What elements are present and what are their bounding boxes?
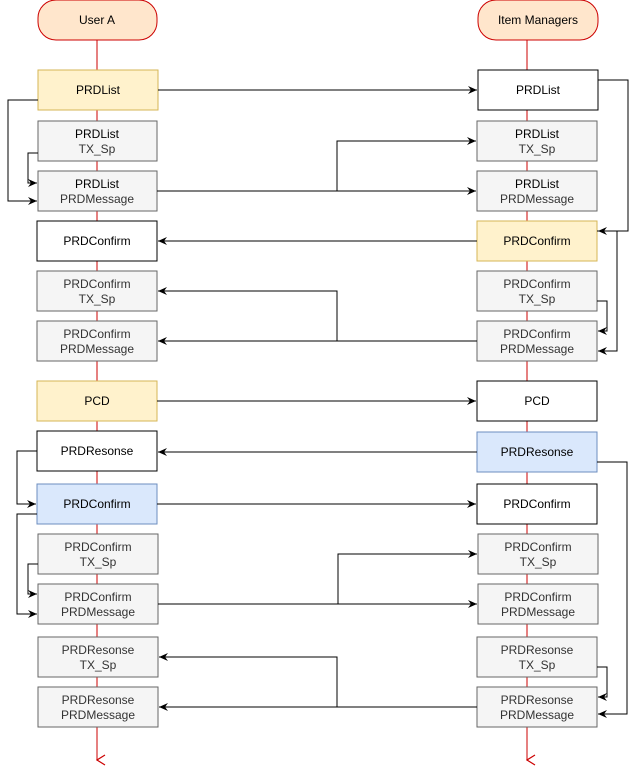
svg-text:TX_Sp: TX_Sp [519, 142, 556, 156]
svg-text:PRDConfirm: PRDConfirm [503, 497, 570, 511]
svg-text:PRDResonse: PRDResonse [501, 445, 574, 459]
right-prdconfirm-txsp-box: PRDConfirm TX_Sp [476, 270, 598, 312]
svg-text:PRDMessage: PRDMessage [500, 708, 574, 722]
left-prdlist-box: PRDList [37, 69, 159, 111]
right-prdlist-box: PRDList [477, 69, 599, 111]
left-prdlist-txsp-box: PRDList TX_Sp [37, 120, 158, 162]
svg-text:PRDResonse: PRDResonse [62, 693, 135, 707]
arrow-right-txsp2-loop [597, 666, 608, 701]
svg-text:PRDList: PRDList [75, 177, 120, 191]
svg-text:PRDList: PRDList [76, 83, 121, 97]
svg-text:PRDConfirm: PRDConfirm [63, 327, 130, 341]
right-prdconfirm-message-box: PRDConfirm PRDMessage [476, 320, 598, 362]
arrow-branch-to-left-txsp2 [159, 653, 338, 707]
svg-text:TX_Sp: TX_Sp [520, 555, 557, 569]
arrow-branch-to-right-txsp [336, 137, 476, 191]
left-pcd-box: PCD [36, 380, 158, 422]
svg-text:PRDMessage: PRDMessage [501, 605, 575, 619]
svg-text:PCD: PCD [524, 394, 550, 408]
svg-text:TX_Sp: TX_Sp [79, 142, 116, 156]
svg-text:User A: User A [79, 13, 115, 27]
svg-text:PRDMessage: PRDMessage [60, 342, 134, 356]
svg-text:PRDList: PRDList [75, 127, 120, 141]
arrow-right-txsp-loop [597, 300, 608, 335]
arrow-left-txsp-loop [27, 152, 38, 187]
svg-text:PRDList: PRDList [516, 83, 561, 97]
right-prdconfirm-2-txsp-box: PRDConfirm TX_Sp [477, 533, 599, 575]
svg-text:PRDConfirm: PRDConfirm [503, 327, 570, 341]
svg-text:PRDConfirm: PRDConfirm [503, 234, 570, 248]
svg-text:PRDMessage: PRDMessage [61, 708, 135, 722]
left-prdresonse-txsp-box: PRDResonse TX_Sp [37, 636, 159, 678]
svg-text:PRDConfirm: PRDConfirm [504, 540, 571, 554]
left-prdresonse-message-box: PRDResonse PRDMessage [37, 686, 159, 728]
right-prdconfirm-box: PRDConfirm [476, 220, 598, 262]
svg-text:PRDMessage: PRDMessage [61, 605, 135, 619]
right-prdconfirm-2-box: PRDConfirm [476, 483, 598, 525]
user-a-header: User A [37, 0, 158, 41]
right-prdlist-message-box: PRDList PRDMessage [476, 170, 598, 212]
arrow-branch-to-right-txsp2 [337, 550, 477, 604]
svg-text:PRDResonse: PRDResonse [62, 643, 135, 657]
svg-text:TX_Sp: TX_Sp [80, 658, 117, 672]
svg-text:PRDConfirm: PRDConfirm [64, 540, 131, 554]
left-prdconfirm-2-message-box: PRDConfirm PRDMessage [37, 583, 159, 625]
left-prdlist-message-box: PRDList PRDMessage [37, 170, 158, 212]
arrow-left-txsp2-loop [27, 563, 38, 598]
svg-text:PRDConfirm: PRDConfirm [503, 277, 570, 291]
arrow-right-prdlist-loop [598, 79, 629, 235]
left-prdresonse-box: PRDResonse [36, 430, 158, 472]
svg-text:PRDConfirm: PRDConfirm [504, 590, 571, 604]
arrow-left-prdconfirm2-loop [16, 513, 37, 618]
left-prdconfirm-2-box: PRDConfirm [36, 483, 158, 525]
arrow-left-prdlist-loop [7, 99, 38, 205]
arrow-right-prdresonse-loop [597, 461, 628, 718]
svg-text:TX_Sp: TX_Sp [519, 658, 556, 672]
svg-text:TX_Sp: TX_Sp [79, 292, 116, 306]
right-prdconfirm-2-message-box: PRDConfirm PRDMessage [477, 583, 599, 625]
svg-text:PRDConfirm: PRDConfirm [63, 277, 130, 291]
svg-text:PRDMessage: PRDMessage [500, 342, 574, 356]
svg-text:PRDResonse: PRDResonse [501, 643, 574, 657]
left-prdconfirm-box: PRDConfirm [36, 220, 158, 262]
arrow-left-prdresonse-loop [16, 450, 37, 508]
right-pcd-box: PCD [476, 380, 598, 422]
svg-text:PRDResonse: PRDResonse [61, 444, 134, 458]
right-prdlist-txsp-box: PRDList TX_Sp [476, 120, 598, 162]
left-prdconfirm-message-box: PRDConfirm PRDMessage [36, 320, 158, 362]
right-prdresonse-message-box: PRDResonse PRDMessage [476, 686, 598, 728]
svg-text:PRDMessage: PRDMessage [500, 192, 574, 206]
item-managers-header: Item Managers [477, 0, 599, 41]
svg-text:TX_Sp: TX_Sp [80, 555, 117, 569]
svg-text:PRDConfirm: PRDConfirm [64, 590, 131, 604]
left-prdconfirm-txsp-box: PRDConfirm TX_Sp [36, 270, 158, 312]
left-prdconfirm-2-txsp-box: PRDConfirm TX_Sp [37, 533, 159, 575]
svg-text:PRDResonse: PRDResonse [501, 693, 574, 707]
svg-text:PRDMessage: PRDMessage [60, 192, 134, 206]
svg-text:PRDConfirm: PRDConfirm [63, 234, 130, 248]
svg-text:TX_Sp: TX_Sp [519, 292, 556, 306]
svg-text:PRDList: PRDList [515, 177, 560, 191]
svg-text:PRDConfirm: PRDConfirm [63, 497, 130, 511]
right-prdresonse-box: PRDResonse [476, 431, 598, 473]
right-prdresonse-txsp-box: PRDResonse TX_Sp [476, 636, 598, 678]
svg-text:Item Managers: Item Managers [498, 13, 578, 27]
svg-text:PCD: PCD [84, 394, 110, 408]
arrow-right-prdconfirm-loop [597, 230, 618, 355]
arrow-branch-to-left-txsp [158, 287, 338, 341]
svg-text:PRDList: PRDList [515, 127, 560, 141]
